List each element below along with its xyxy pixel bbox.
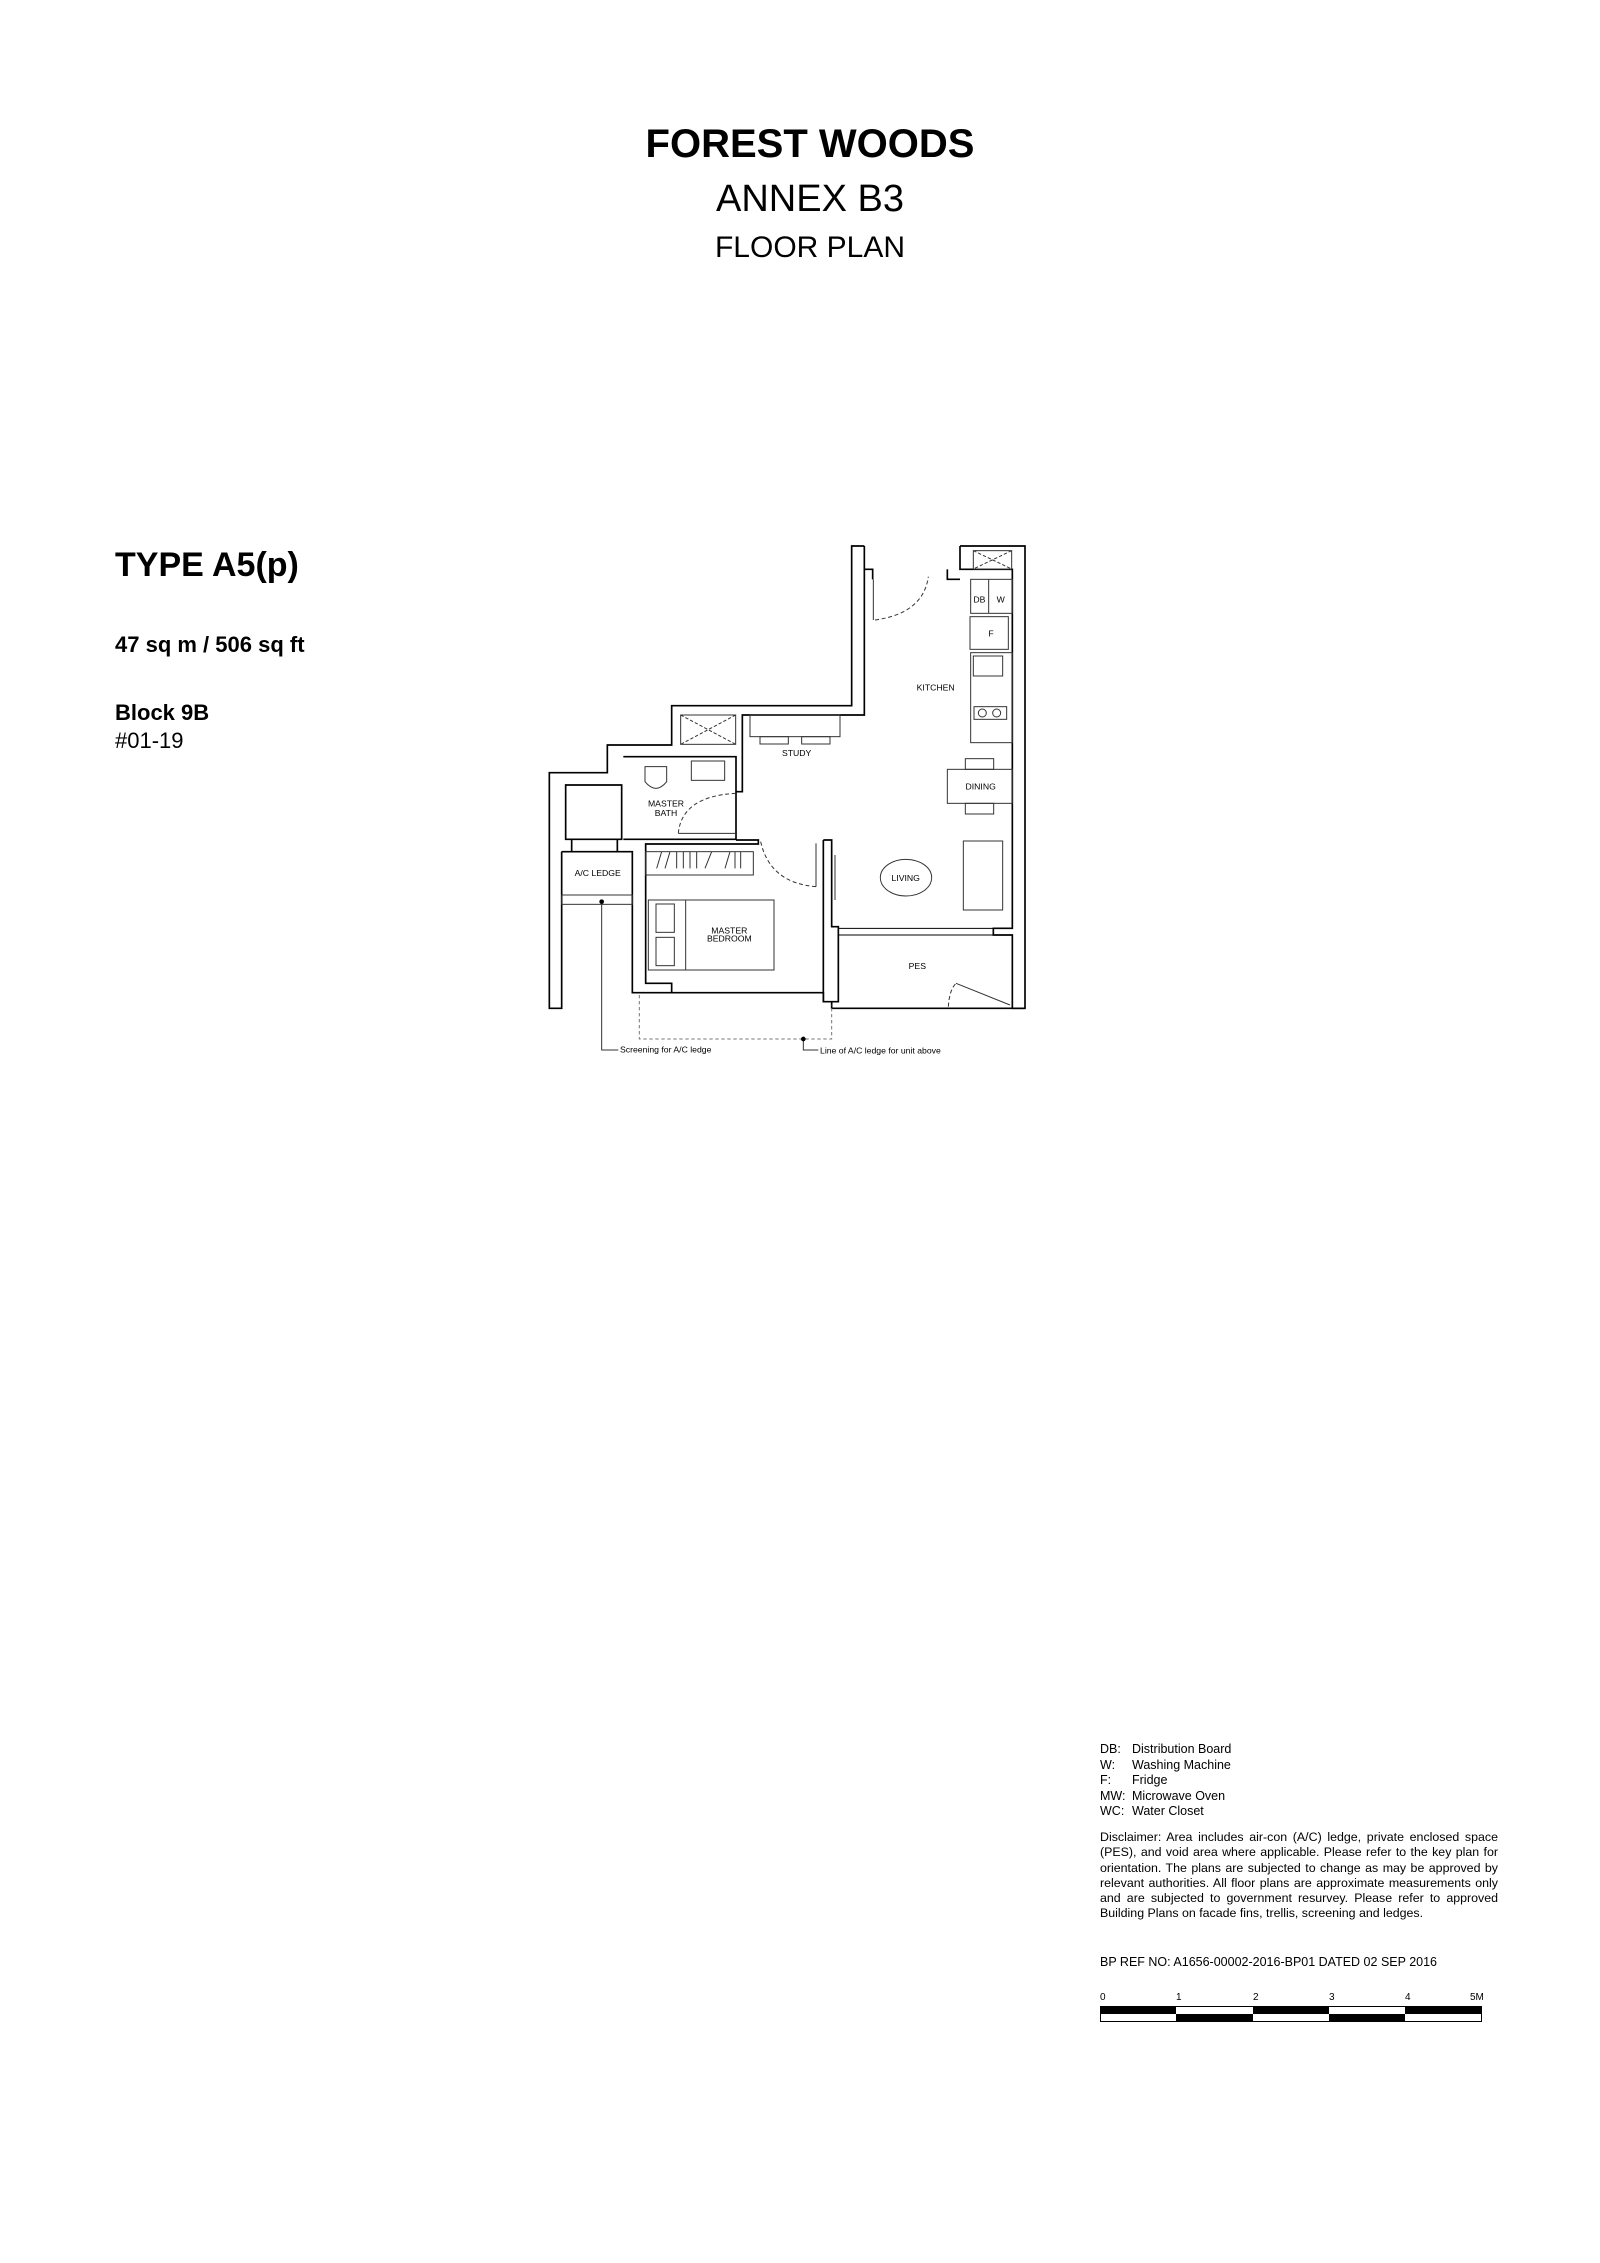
scale-segment [1253, 2006, 1329, 2014]
legend-item: MW: Microwave Oven [1100, 1789, 1231, 1805]
floor-plan-subtitle: FLOOR PLAN [714, 231, 906, 264]
unit-type: TYPE A5(p) [115, 546, 299, 584]
room-label-study: STUDY [782, 748, 812, 758]
legend-text: Microwave Oven [1132, 1788, 1226, 1803]
scale-segment [1405, 2006, 1482, 2014]
fixtures [561, 550, 1013, 1051]
scale-segment [1100, 2006, 1176, 2014]
legend-text: Washing Machine [1132, 1757, 1231, 1772]
abbreviation-legend: DB:Distribution Board W:Washing Machine … [1100, 1742, 1231, 1820]
room-label-master-bedroom: BEDROOM [707, 934, 752, 944]
scale-label: 5M [1470, 1992, 1484, 2003]
scale-segment [1176, 2014, 1253, 2022]
room-label-living: LIVING [891, 873, 920, 883]
annex-title: ANNEX B3 [716, 178, 904, 220]
project-title: FOREST WOODS [645, 122, 975, 166]
room-label-master-bath: MASTER [648, 799, 684, 809]
unit-number: #01-19 [115, 728, 184, 753]
room-label-dining: DINING [966, 781, 997, 791]
scale-label: 1 [1176, 1992, 1182, 2003]
scale-segment [1329, 2014, 1405, 2022]
legend-abbr: DB: [1100, 1742, 1121, 1756]
label-db: DB [973, 594, 985, 604]
room-label-pes: PES [909, 961, 927, 971]
legend-text: Distribution Board [1132, 1742, 1232, 1756]
note-screening: Screening for A/C ledge [620, 1045, 712, 1055]
ledge-marker [801, 1036, 806, 1042]
block-number: Block 9B [115, 700, 210, 725]
room-label-ac-ledge: A/C LEDGE [575, 868, 621, 878]
walls [548, 545, 1026, 1010]
bp-reference: BP REF NO: A1656-00002-2016-BP01 DATED 0… [1100, 1955, 1438, 1969]
note-ledge-above: Line of A/C ledge for unit above [820, 1045, 941, 1055]
legend-abbr: F: [1100, 1773, 1112, 1787]
legend-item: WC: Water Closet [1100, 1804, 1231, 1820]
legend-abbr: WC: [1100, 1804, 1125, 1818]
scale-label: 3 [1329, 1992, 1335, 2003]
label-f: F [988, 629, 993, 639]
disclaimer: Disclaimer: Area includes air-con (A/C) … [1100, 1830, 1498, 1921]
floor-plan-drawing: KITCHEN STUDY DINING MASTER BATH A/C LED… [548, 545, 1026, 1055]
legend-item: W: Washing Machine [1100, 1758, 1231, 1774]
legend-item: DB: Distribution Board [1100, 1742, 1231, 1758]
scale-bar: 0 1 2 3 4 5M [1100, 1992, 1490, 2032]
screening-marker [599, 899, 604, 904]
legend-abbr: MW: [1100, 1788, 1126, 1803]
legend-text: Fridge [1132, 1773, 1168, 1787]
label-w: W [997, 594, 1006, 604]
room-label-master-bedroom: MASTER [711, 925, 747, 935]
room-label-master-bath: BATH [655, 808, 677, 818]
scale-label: 0 [1100, 1992, 1106, 2003]
legend-item: F: Fridge [1100, 1773, 1231, 1789]
unit-area: 47 sq m / 506 sq ft [115, 632, 305, 657]
legend-abbr: W: [1100, 1757, 1116, 1772]
legend-text: Water Closet [1132, 1804, 1204, 1818]
room-label-kitchen: KITCHEN [917, 683, 955, 693]
scale-label: 4 [1405, 1992, 1411, 2003]
scale-label: 2 [1253, 1992, 1259, 2003]
